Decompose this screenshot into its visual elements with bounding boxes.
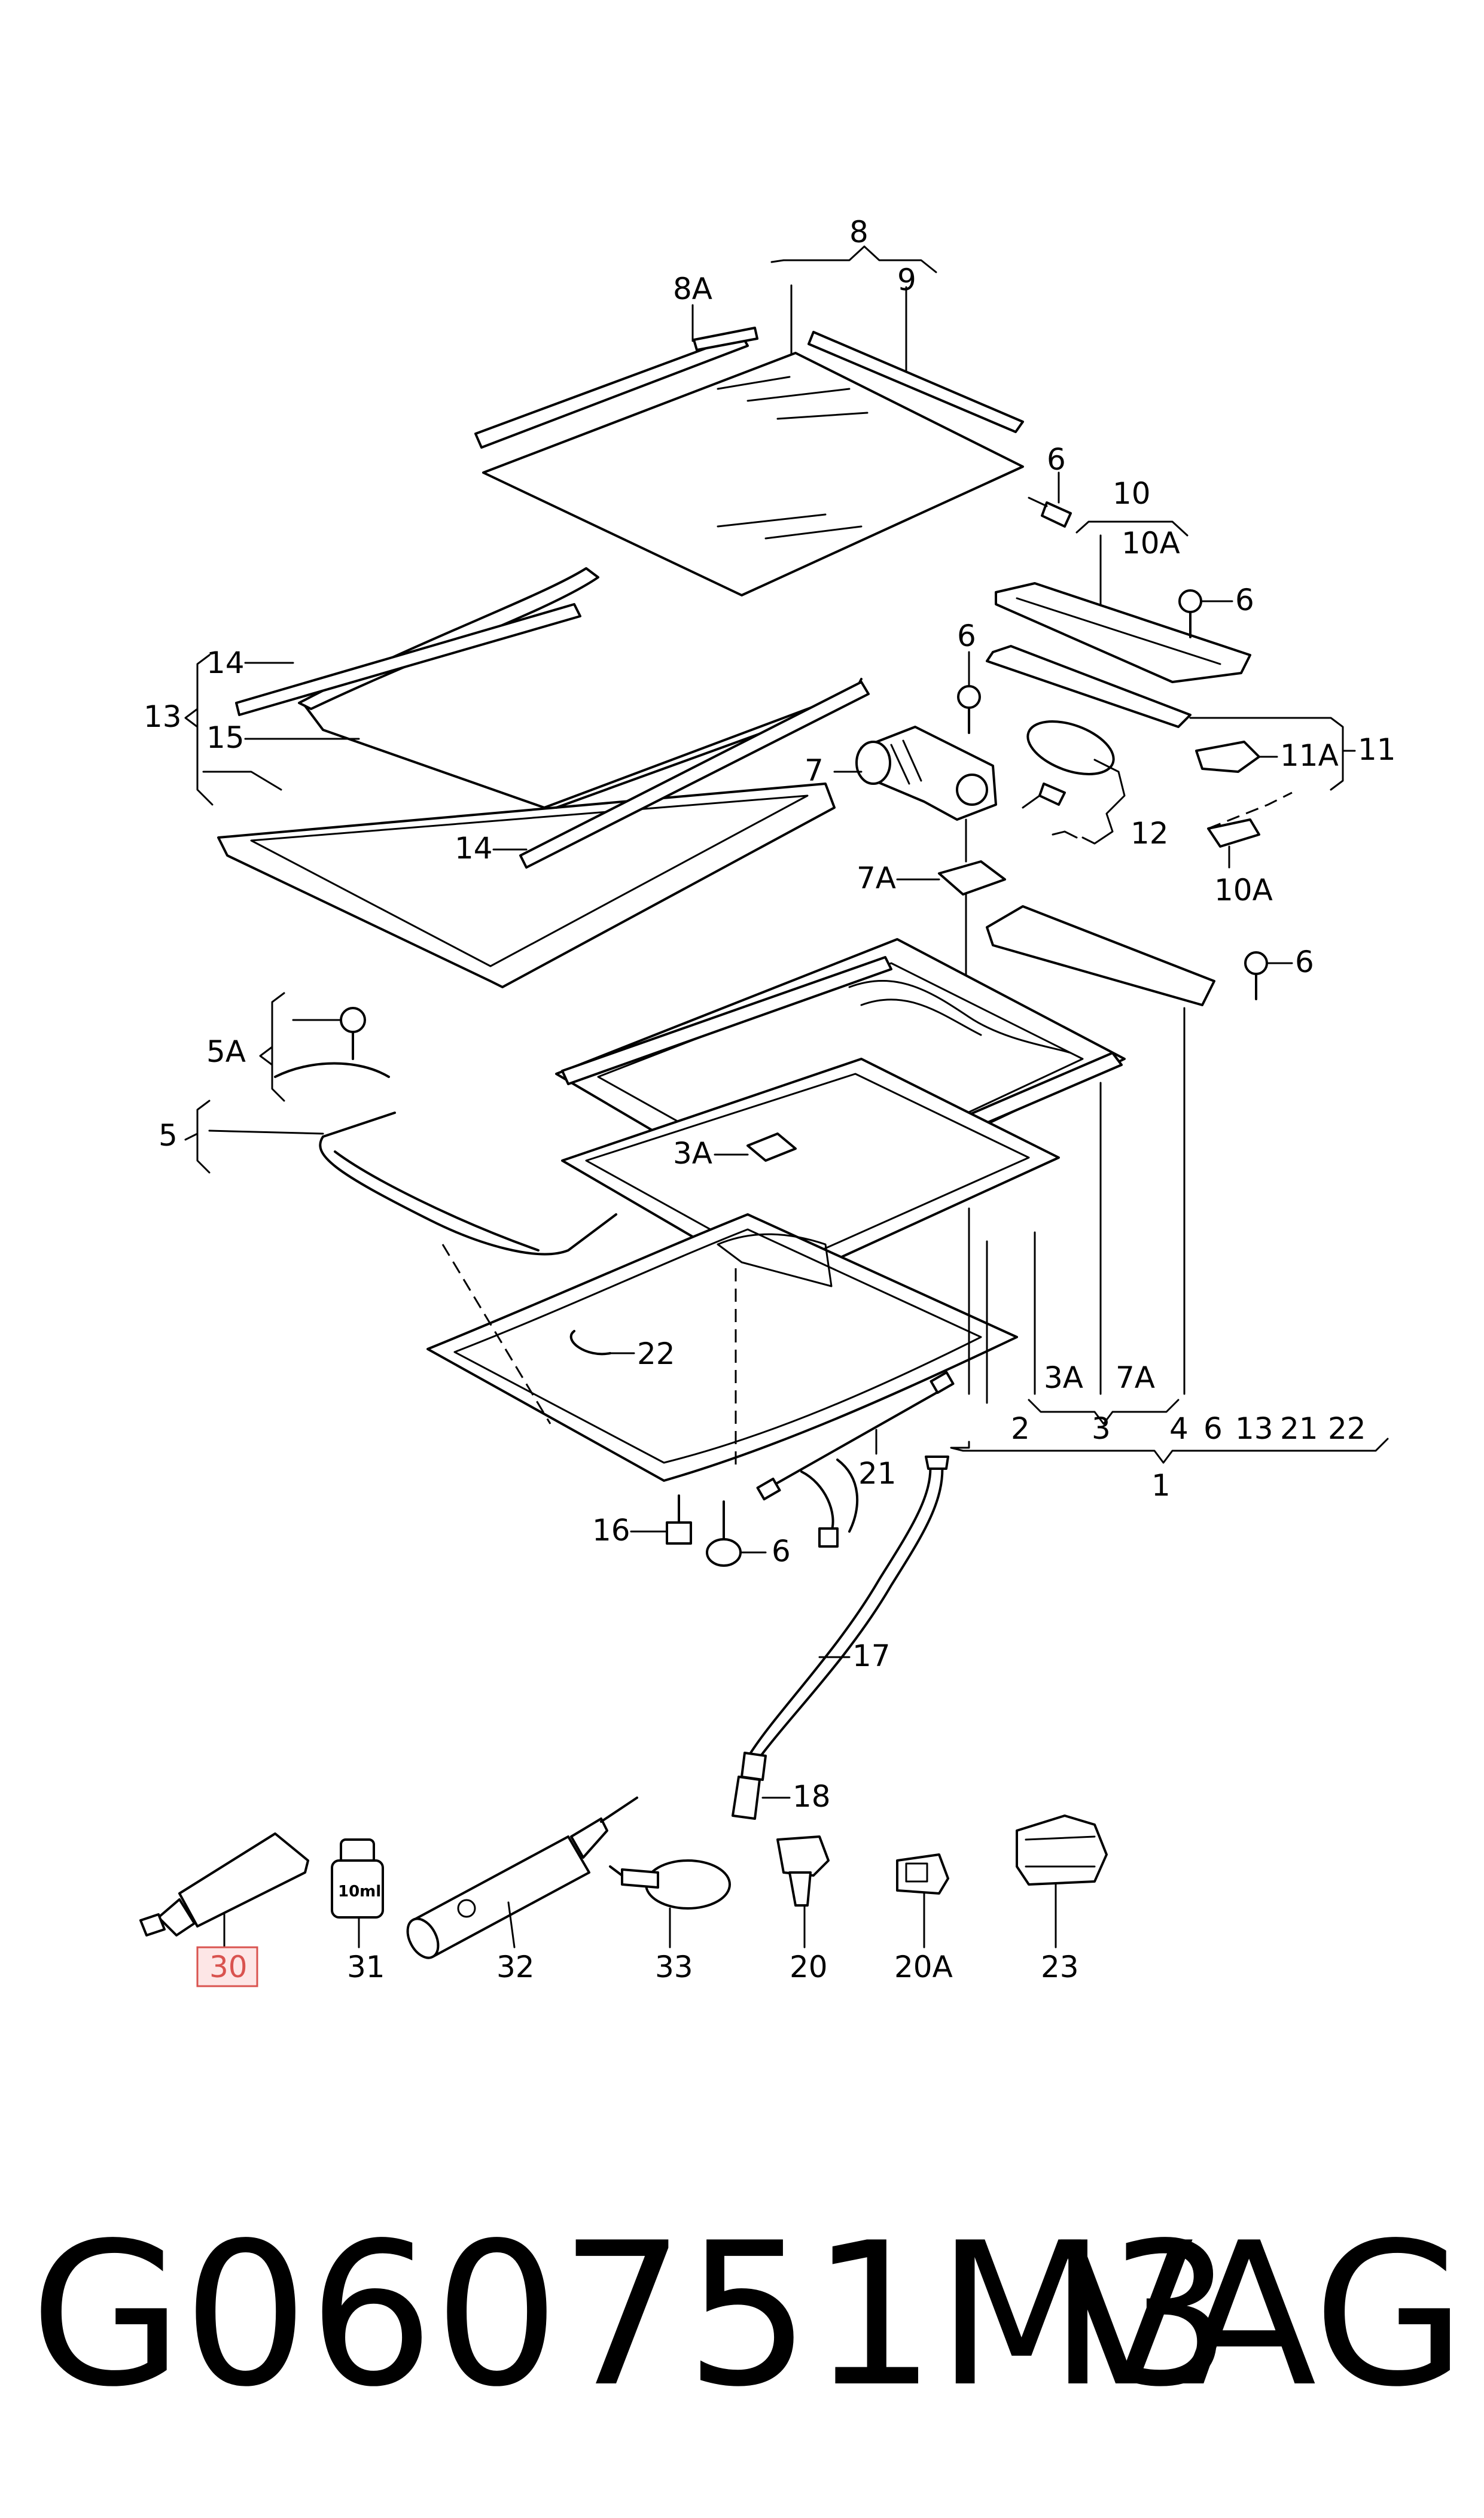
callout-20a: 20A xyxy=(894,1950,953,1984)
callout-7: 7 xyxy=(805,753,824,788)
callout-18: 18 xyxy=(793,1779,831,1814)
callout-22-list: 22 xyxy=(1328,1411,1366,1446)
callout-33: 33 xyxy=(655,1950,693,1984)
brand-name: VAG xyxy=(1059,2200,1466,2430)
bolt-6 xyxy=(706,1500,742,1567)
screw-icon xyxy=(1178,589,1202,638)
part-number: G060751M3 xyxy=(30,2200,1233,2430)
bottle-label: 10ml xyxy=(338,1883,381,1901)
motor-bracket xyxy=(938,860,1006,896)
callout-6-deflector: 6 xyxy=(1295,945,1314,979)
callout-12: 12 xyxy=(1130,816,1169,851)
clip-11a xyxy=(1195,741,1260,773)
grease-tube-icon xyxy=(139,1832,309,1937)
footer: G060751M3 VAG xyxy=(0,2190,1484,2441)
roof-panel xyxy=(426,1213,1018,1482)
callout-16: 16 xyxy=(592,1513,630,1548)
screw-icon xyxy=(1244,951,1268,1000)
callout-11a: 11A xyxy=(1280,738,1339,773)
callout-13: 13 xyxy=(144,699,182,734)
callout-3a-main: 3A xyxy=(673,1136,712,1171)
callout-6-bolt: 6 xyxy=(772,1534,791,1569)
end-cap-icon xyxy=(1016,1814,1108,1886)
highlight-box-30 xyxy=(196,1946,258,1987)
callout-10a-top: 10A xyxy=(1122,526,1180,561)
callout-6-glass: 6 xyxy=(1047,442,1066,477)
callout-3: 3 xyxy=(1092,1411,1111,1446)
guide-slider xyxy=(1026,720,1115,775)
guide-rail xyxy=(986,645,1192,728)
wiring-harness xyxy=(756,1371,955,1548)
drain-rail-left xyxy=(561,956,892,1085)
glass-panel xyxy=(482,352,1024,596)
callout-23: 23 xyxy=(1041,1950,1079,1984)
callout-1: 1 xyxy=(1151,1468,1171,1503)
callout-13-list: 13 xyxy=(1235,1411,1273,1446)
bracket-3a xyxy=(746,1132,797,1162)
sealant-cartridge-icon xyxy=(406,1797,638,1959)
wind-deflector xyxy=(986,905,1215,1006)
callout-11: 11 xyxy=(1358,732,1396,767)
callout-21: 21 xyxy=(858,1456,897,1491)
bolt-16 xyxy=(666,1494,692,1545)
clip-20a-icon xyxy=(896,1853,949,1895)
hose-clip-icon xyxy=(776,1835,830,1907)
callout-6-list: 6 xyxy=(1203,1411,1223,1446)
callout-15: 15 xyxy=(206,720,245,755)
callout-8: 8 xyxy=(849,215,869,249)
drain-valve-18 xyxy=(732,1752,767,1820)
callout-7a: 7A xyxy=(857,861,896,896)
callout-10a-low: 10A xyxy=(1214,873,1273,908)
callout-2: 2 xyxy=(1011,1411,1030,1446)
rear-crossmember xyxy=(995,582,1251,683)
callout-6-motor: 6 xyxy=(957,619,976,653)
motor-unit xyxy=(855,726,997,821)
outer-seal-frame xyxy=(217,783,836,988)
clip-10a xyxy=(1207,818,1260,848)
callout-14-bottom: 14 xyxy=(455,831,493,866)
drain-tube-5 xyxy=(319,1112,617,1256)
callout-17: 17 xyxy=(852,1639,891,1673)
callout-5: 5 xyxy=(159,1118,178,1153)
drain-hose-22 xyxy=(569,1330,611,1356)
callout-30: 30 xyxy=(209,1950,248,1984)
drain-hose-17 xyxy=(749,1456,949,1757)
cable-tie-icon xyxy=(609,1859,731,1910)
rear-seal-strip xyxy=(807,331,1024,433)
screw-icon xyxy=(1022,783,1066,809)
screw-icon xyxy=(957,685,981,734)
front-seal-strip xyxy=(474,327,758,449)
callout-3a-sub: 3A xyxy=(1044,1360,1083,1395)
callout-20: 20 xyxy=(790,1950,828,1984)
screw-icon xyxy=(340,1007,366,1060)
callout-21-list: 21 xyxy=(1280,1411,1318,1446)
callout-4: 4 xyxy=(1169,1411,1189,1446)
glass-seal xyxy=(298,567,863,809)
callout-8a: 8A xyxy=(673,272,712,306)
callout-31: 31 xyxy=(347,1950,385,1984)
callout-10: 10 xyxy=(1113,476,1151,511)
exploded-parts-diagram: 8 8A 9 6 10 10A 6 13 14 15 14 xyxy=(139,215,1396,1987)
callout-7a-sub: 7A xyxy=(1116,1360,1155,1395)
screw-icon xyxy=(1028,497,1072,528)
callout-32: 32 xyxy=(496,1950,535,1984)
callout-9: 9 xyxy=(897,263,916,297)
callout-14-top: 14 xyxy=(206,646,245,680)
bottle-icon xyxy=(331,1838,384,1919)
callout-6-frame: 6 xyxy=(1235,583,1254,617)
callout-22: 22 xyxy=(637,1336,675,1371)
callout-5a: 5A xyxy=(206,1034,246,1069)
